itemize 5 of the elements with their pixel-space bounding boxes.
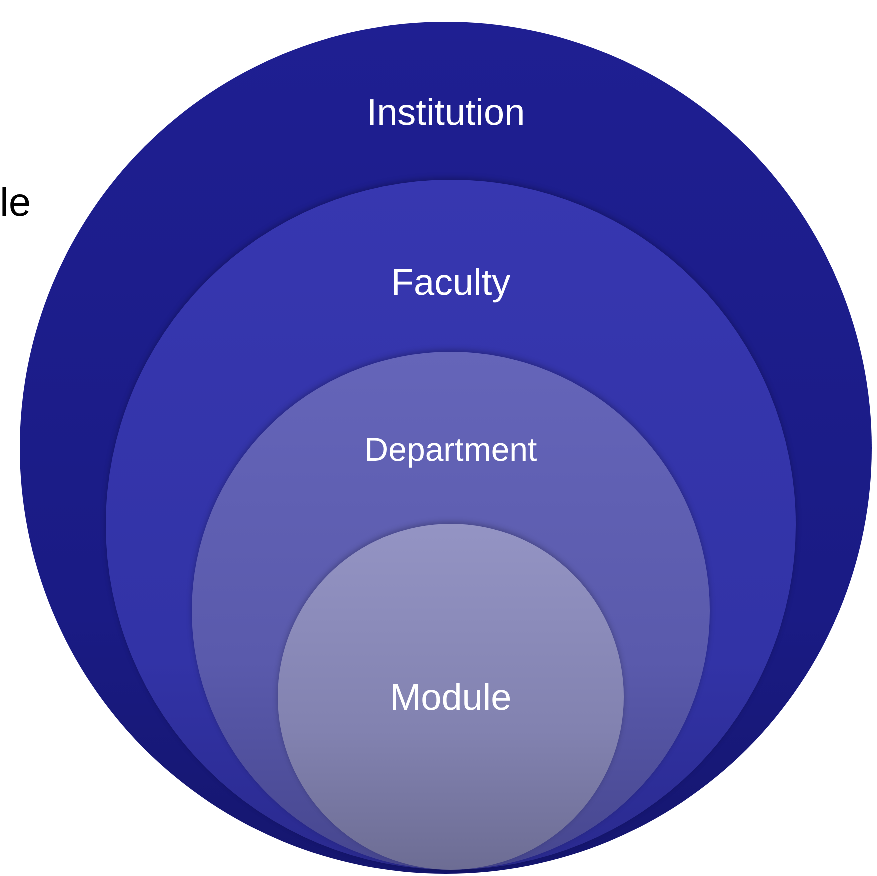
node-label: Department: [364, 431, 538, 469]
node-label: Faculty: [391, 262, 511, 305]
partial-text: le: [0, 180, 32, 226]
node-label: Module: [390, 677, 512, 720]
node-label: Institution: [366, 92, 526, 135]
